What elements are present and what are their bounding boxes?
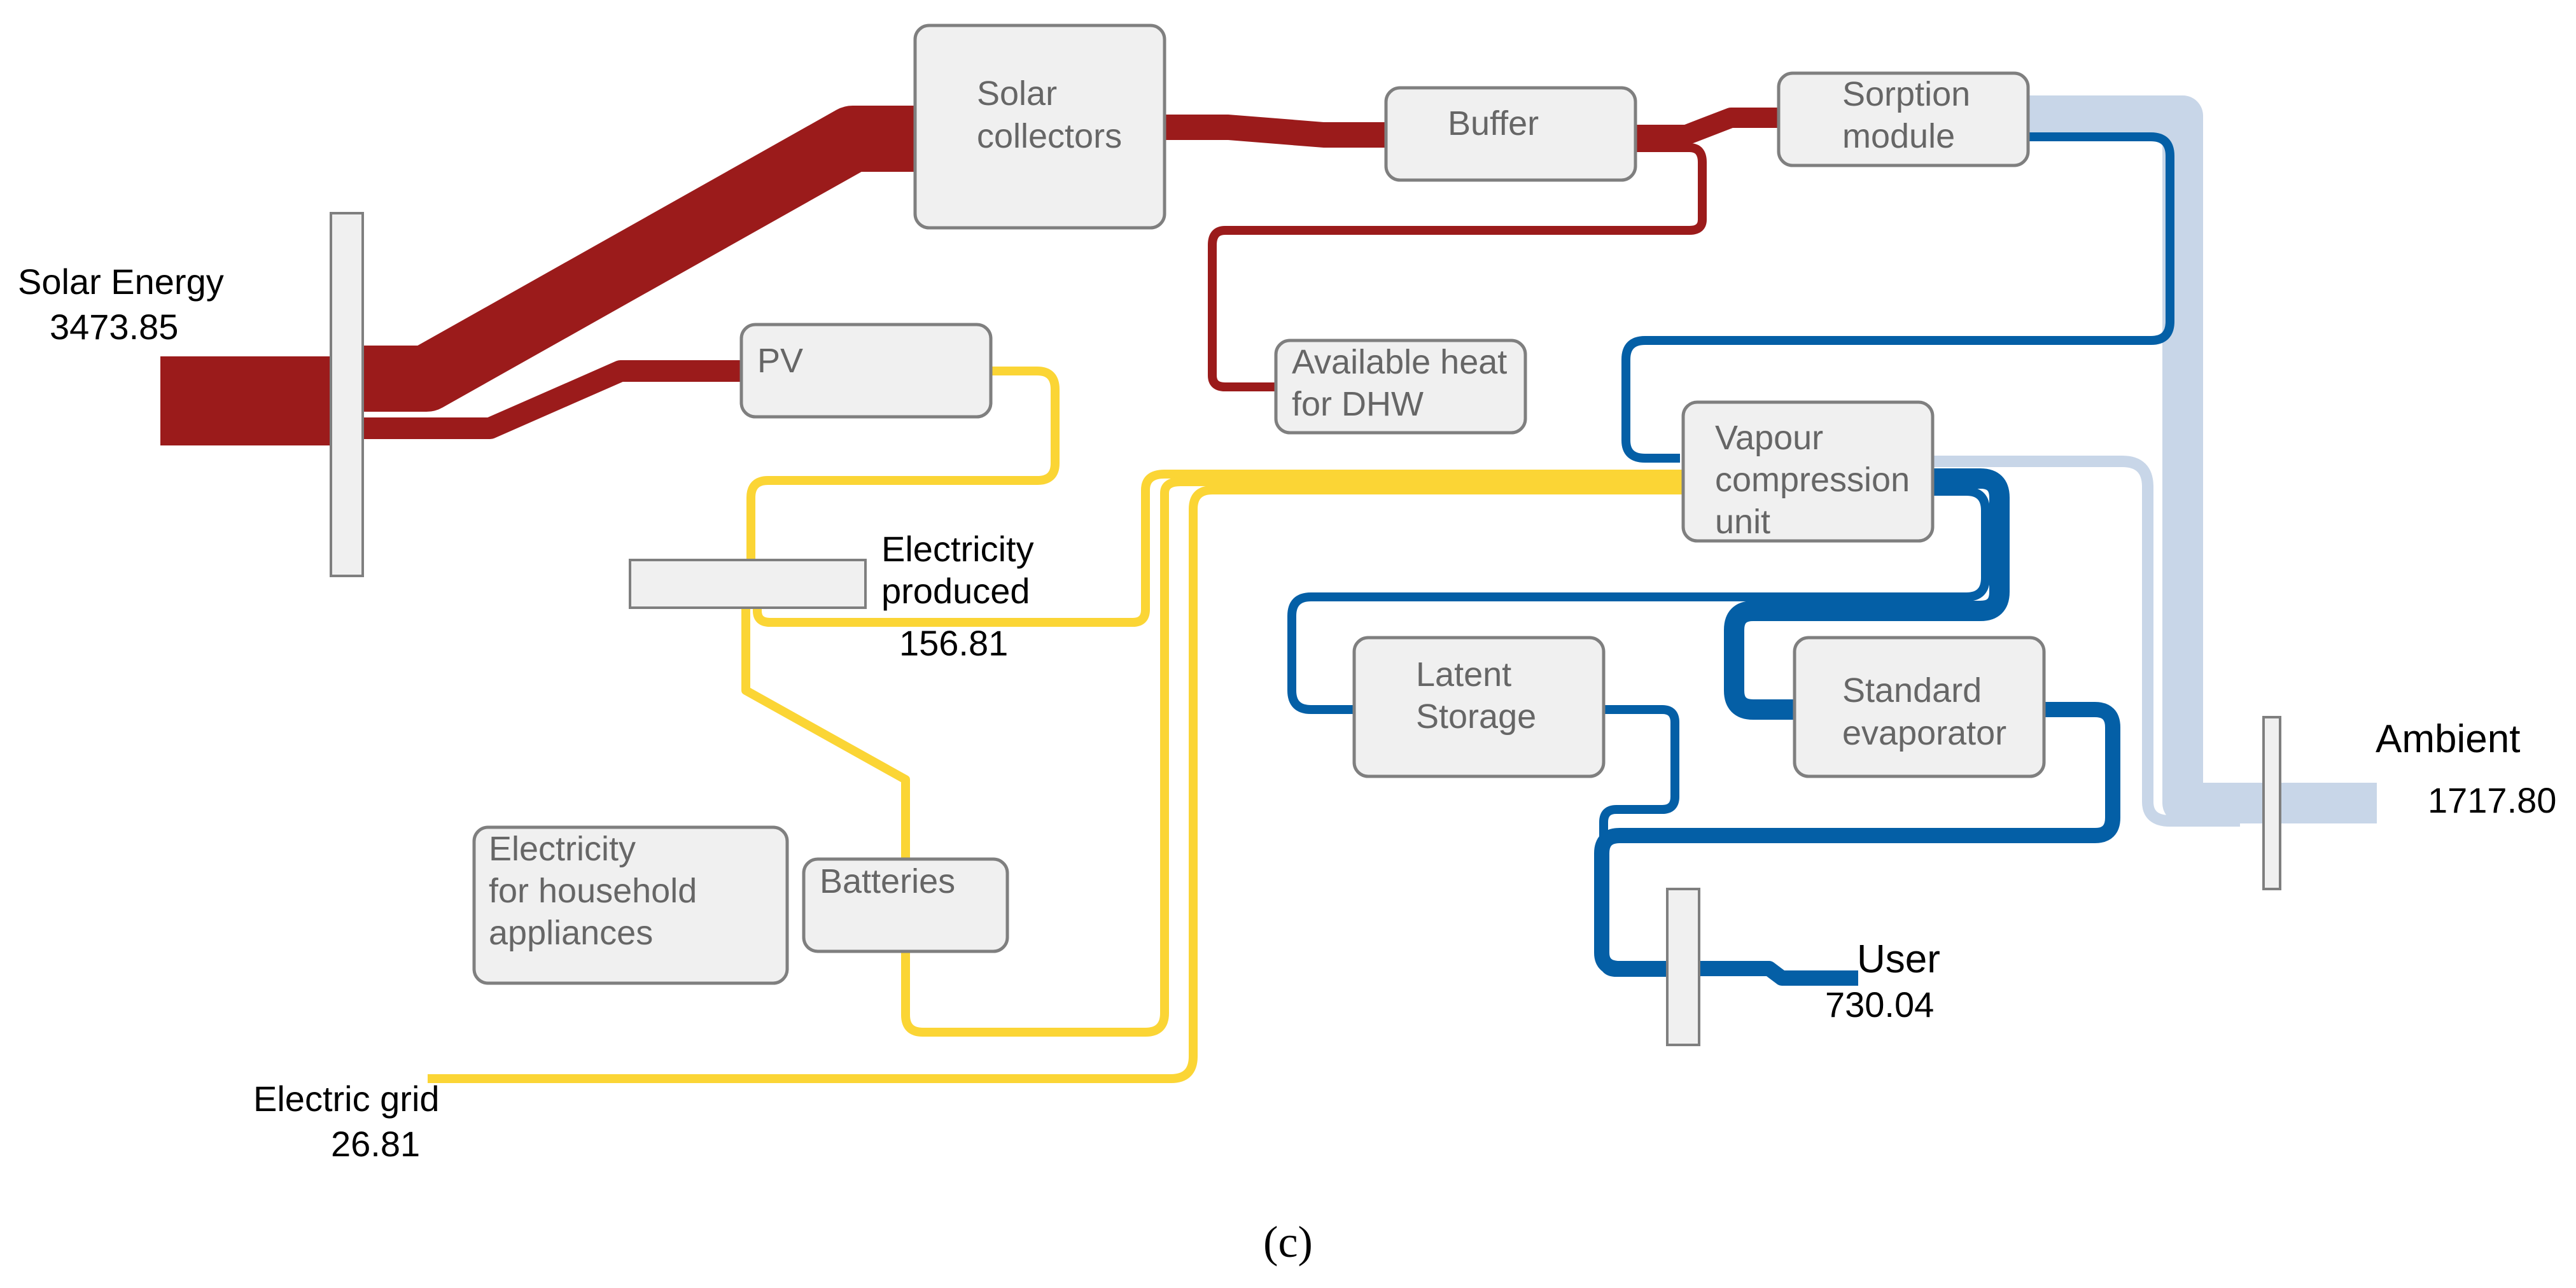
flow-vapour-to-latent — [1287, 487, 1990, 714]
household-label: Electricity for household appliances — [489, 830, 706, 952]
solar-energy-label: Solar Energy — [18, 262, 224, 302]
flow-inverter-to-vapour — [753, 470, 1696, 627]
flow-vapour-to-ambient — [1928, 456, 2240, 827]
available-heat-label: Available heat for DHW — [1292, 343, 1516, 423]
latent-storage-box — [1352, 636, 1606, 778]
pv-box — [739, 323, 993, 419]
pv-label: PV — [757, 342, 803, 380]
vapour-compression-box — [1681, 400, 1935, 543]
electric-grid-value: 26.81 — [331, 1124, 420, 1164]
batteries-box — [802, 857, 1009, 953]
buffer-box — [1384, 86, 1637, 182]
vapour-compression-label: Vapour compression unit — [1715, 419, 1919, 541]
user-label: User — [1857, 937, 1940, 981]
electricity-produced-value: 156.81 — [899, 623, 1008, 663]
user-bar — [1666, 888, 1700, 1046]
flow-grid-to-vapour — [428, 486, 1696, 1083]
flow-solar-to-collectors — [344, 106, 915, 412]
latent-storage-label: Latent Storage — [1416, 655, 1536, 736]
standard-evaporator-label: Standard evaporator — [1842, 671, 2006, 752]
electric-flows — [428, 367, 1696, 1083]
ambient-label: Ambient — [2376, 717, 2520, 761]
standard-evaporator-box — [1793, 636, 2046, 778]
household-box — [472, 825, 789, 985]
flow-pv-to-inverter — [746, 367, 1060, 592]
solar-collectors-box — [913, 24, 1166, 230]
flow-sorption-to-vapour — [1621, 132, 2174, 463]
flow-buffer-to-dhw — [1208, 143, 1707, 391]
cold-flows — [1287, 132, 2174, 986]
ambient-value: 1717.80 — [2428, 780, 2556, 820]
buffer-label: Buffer — [1448, 104, 1539, 143]
solar-energy-bar — [330, 212, 364, 577]
figure-caption: (c) — [1263, 1218, 1313, 1267]
flow-buffer-to-sorption — [1626, 108, 1791, 145]
electricity-produced-label: Electricity produced — [881, 529, 1044, 611]
electricity-produced-bar — [629, 559, 867, 609]
sorption-module-box — [1777, 71, 2030, 167]
available-heat-box — [1274, 339, 1527, 435]
thermal-flows — [160, 106, 1791, 445]
sorption-module-label: Sorption module — [1842, 75, 1980, 155]
ambient-bar — [2262, 716, 2281, 890]
user-value: 730.04 — [1825, 984, 1934, 1025]
batteries-label: Batteries — [820, 862, 955, 900]
solar-energy-value: 3473.85 — [50, 307, 178, 347]
flow-evaporator-to-user — [1594, 702, 2120, 986]
flow-inverter-to-batteries — [741, 589, 910, 862]
solar-collectors-label: Solar collectors — [977, 74, 1122, 155]
flow-batteries-to-vapour — [901, 477, 1696, 1037]
flow-vapour-to-evaporator — [1724, 468, 2010, 720]
flow-solar-to-pv — [344, 360, 741, 439]
electric-grid-label: Electric grid — [253, 1079, 440, 1119]
flow-collectors-to-buffer — [1165, 115, 1400, 148]
